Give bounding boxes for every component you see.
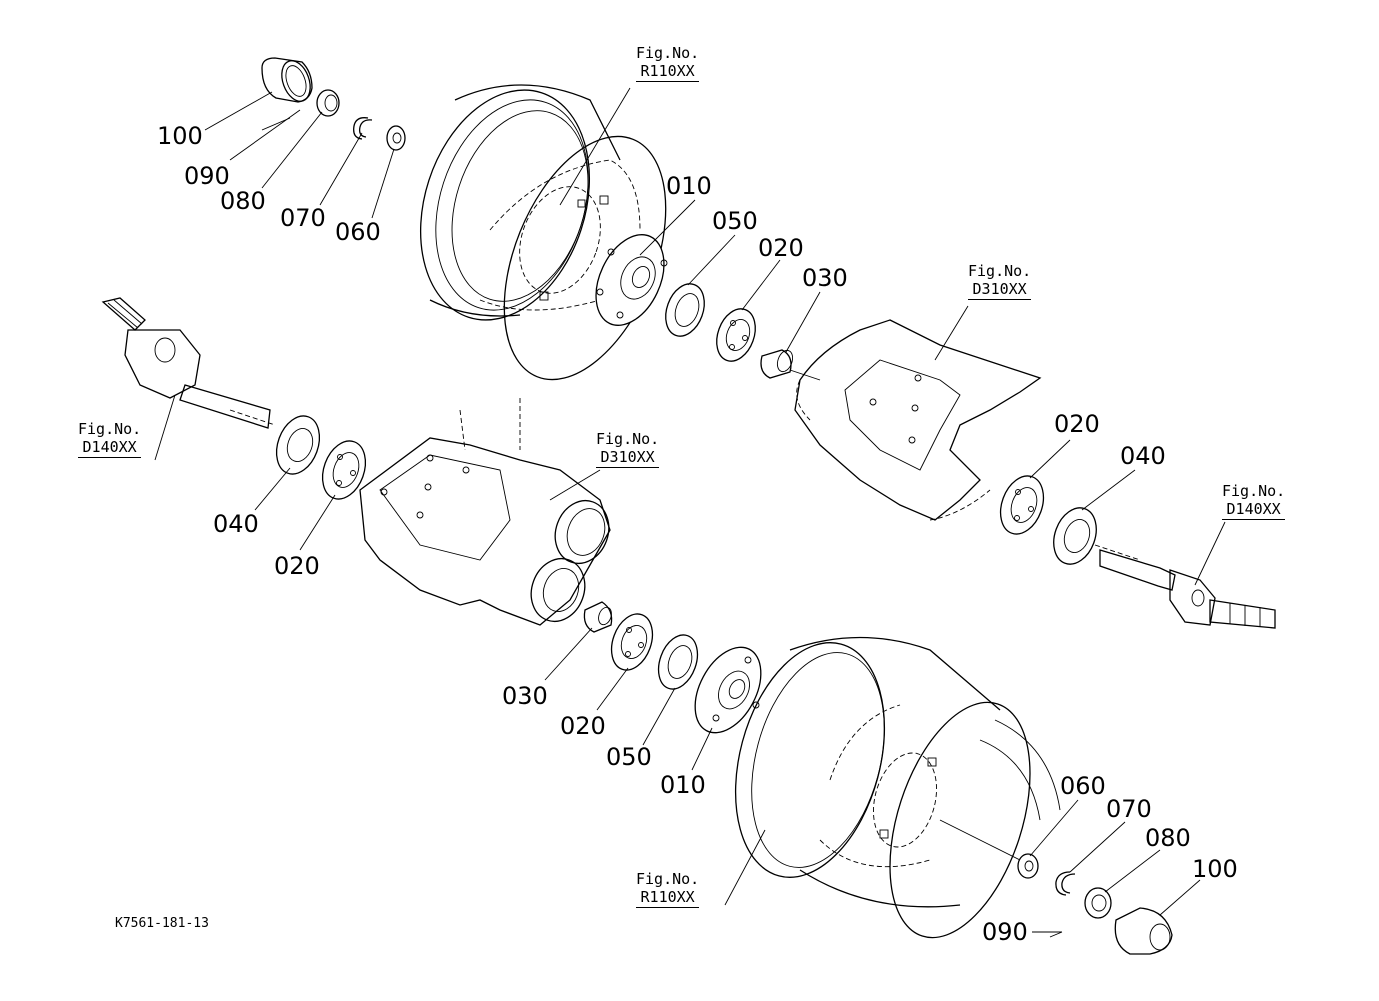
part-label-020-left: 020 [274, 552, 320, 580]
part-label-090-top: 090 [184, 162, 230, 190]
leader-lines [154, 87, 1226, 933]
part-label-080-bottom: 080 [1145, 824, 1191, 852]
fig-ref-d140-left: Fig.No. D140XX [78, 420, 142, 458]
part-label-050-bottom: 050 [606, 743, 652, 771]
top-hub-and-bearings [595, 234, 821, 381]
right-universal-joint-shaft [1094, 544, 1276, 629]
part-label-020-top: 020 [758, 234, 804, 262]
fig-ref-line1: Fig.No. [968, 262, 1032, 280]
part-label-040-left: 040 [213, 510, 259, 538]
fig-ref-line2: R110XX [636, 888, 700, 908]
fig-ref-r110-bottom: Fig.No. R110XX [636, 870, 700, 908]
top-wheel-rim [419, 84, 667, 381]
center-axle-housing [359, 398, 611, 626]
part-label-080-top: 080 [220, 187, 266, 215]
part-label-090-bottom: 090 [982, 918, 1028, 946]
fig-ref-d140-right: Fig.No. D140XX [1222, 482, 1286, 520]
part-label-060-top: 060 [335, 218, 381, 246]
part-label-040-right: 040 [1120, 442, 1166, 470]
part-label-020-bottom: 020 [560, 712, 606, 740]
fig-ref-line1: Fig.No. [636, 44, 700, 62]
top-axle-nut-parts [261, 57, 406, 151]
fig-ref-line2: D310XX [968, 280, 1032, 300]
part-label-060-bottom: 060 [1060, 772, 1106, 800]
part-label-010-top: 010 [666, 172, 712, 200]
right-axle-housing [794, 319, 1042, 521]
part-label-070-bottom: 070 [1106, 795, 1152, 823]
drawing-code: K7561-181-13 [115, 916, 209, 931]
fig-ref-line1: Fig.No. [636, 870, 700, 888]
part-label-050-top: 050 [712, 207, 758, 235]
bottom-wheel-rim [734, 636, 1061, 939]
part-label-010-bottom: 010 [660, 771, 706, 799]
left-universal-joint-shaft [101, 297, 276, 429]
part-label-100-bottom: 100 [1192, 855, 1238, 883]
fig-ref-line1: Fig.No. [596, 430, 660, 448]
part-label-100-top: 100 [157, 122, 203, 150]
part-label-030-bottom: 030 [502, 682, 548, 710]
bottom-hub-and-bearings [583, 601, 762, 734]
fig-ref-r110-top: Fig.No. R110XX [636, 44, 700, 82]
fig-ref-line2: D140XX [1222, 500, 1286, 520]
right-bearings [999, 475, 1097, 565]
left-bearings [275, 415, 367, 500]
fig-ref-d310-right: Fig.No. D310XX [968, 262, 1032, 300]
fig-ref-line1: Fig.No. [1222, 482, 1286, 500]
fig-ref-line2: R110XX [636, 62, 700, 82]
fig-ref-d310-center: Fig.No. D310XX [596, 430, 660, 468]
fig-ref-line2: D310XX [596, 448, 660, 468]
fig-ref-line1: Fig.No. [78, 420, 142, 438]
part-label-030-top: 030 [802, 264, 848, 292]
part-label-020-right: 020 [1054, 410, 1100, 438]
part-label-070-top: 070 [280, 204, 326, 232]
fig-ref-line2: D140XX [78, 438, 142, 458]
bottom-axle-nut-parts [939, 819, 1173, 955]
